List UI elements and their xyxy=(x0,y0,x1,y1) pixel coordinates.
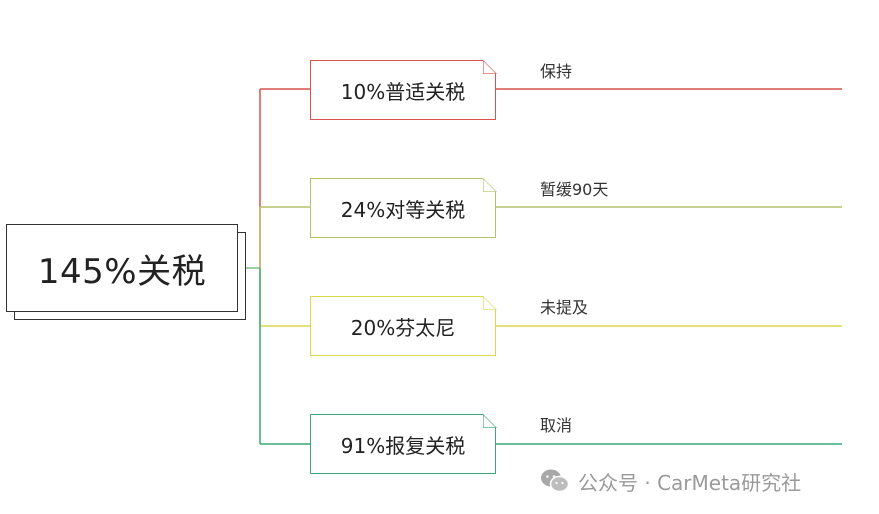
watermark: 公众号 · CarMeta研究社 xyxy=(540,466,801,496)
branch-node-general-tariff: 10%普适关税 xyxy=(310,59,497,120)
watermark-text: 公众号 · CarMeta研究社 xyxy=(578,470,802,495)
page-fold-icon xyxy=(482,59,497,74)
root-node-label: 145%关税 xyxy=(37,251,207,292)
root-node: 145%关税 xyxy=(6,224,238,312)
branch-node-label: 91%报复关税 xyxy=(340,433,466,458)
branch-node-label: 10%普适关税 xyxy=(340,79,466,104)
leaf-label-fentanyl-tariff: 未提及 xyxy=(540,298,589,317)
branch-node-reciprocal-tariff: 24%对等关税 xyxy=(310,177,497,238)
leaf-label-reciprocal-tariff: 暂缓90天 xyxy=(540,180,609,199)
branch-node-fentanyl-tariff: 20%芬太尼 xyxy=(310,295,497,356)
branch-node-label: 20%芬太尼 xyxy=(350,315,456,340)
leaf-label-retaliatory-tariff: 取消 xyxy=(540,416,573,435)
leaf-label-general-tariff: 保持 xyxy=(540,62,573,81)
page-fold-icon xyxy=(482,177,497,192)
branch-node-label: 24%对等关税 xyxy=(340,197,466,222)
page-fold-icon xyxy=(482,295,497,310)
page-fold-icon xyxy=(482,413,497,428)
wechat-icon xyxy=(541,469,570,493)
branch-node-retaliatory-tariff: 91%报复关税 xyxy=(310,413,497,474)
